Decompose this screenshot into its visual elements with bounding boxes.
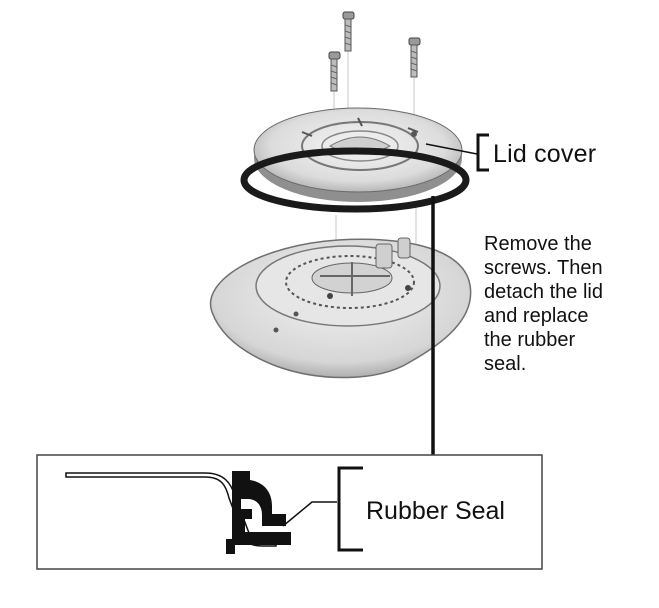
lid-cover-bracket <box>476 133 489 172</box>
rubber-seal-label: Rubber Seal <box>366 497 505 525</box>
instruction-line: the rubber <box>484 329 576 351</box>
rubber-seal-ring <box>240 147 470 213</box>
instruction-line: seal. <box>484 353 527 375</box>
screw-left <box>328 51 341 92</box>
lid-pointer-line <box>425 143 478 155</box>
rubber-seal-pointer <box>282 501 337 527</box>
rubber-seal-bracket <box>337 466 363 552</box>
base-part <box>209 237 472 379</box>
instruction-line: screws. Then <box>484 257 603 279</box>
seal-cross-section <box>65 471 291 554</box>
screw-right <box>408 37 421 78</box>
screw-top <box>342 11 355 52</box>
instruction-line: detach the lid <box>484 281 603 303</box>
lid-cover-label: Lid cover <box>493 140 597 168</box>
instruction-text: Remove the screws. Then detach the lid a… <box>484 232 644 376</box>
instruction-line: and replace <box>484 305 589 327</box>
instruction-line: Remove the <box>484 233 592 255</box>
